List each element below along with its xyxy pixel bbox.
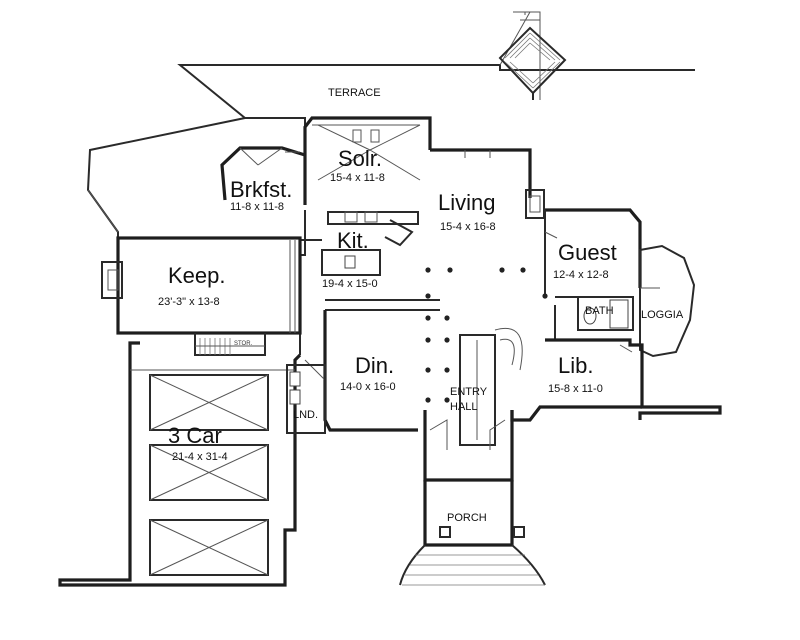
breakfast-size: 11-8 x 11-8 [230, 201, 284, 213]
garage-size: 21-4 x 31-4 [172, 451, 228, 463]
terrace-outline [86, 11, 695, 238]
dining-size: 14-0 x 16-0 [340, 381, 396, 393]
loggia-label: LOGGIA [641, 309, 684, 321]
kitchen-label: Kit. [337, 228, 369, 253]
porch-label: PORCH [447, 512, 487, 524]
guest-size: 12-4 x 12-8 [553, 269, 609, 281]
living-label: Living [438, 190, 495, 215]
kitchen-size: 19-4 x 15-0 [322, 278, 378, 290]
breakfast-label: Brkfst. [230, 177, 292, 202]
house-walls [58, 116, 722, 587]
terrace-label: TERRACE [328, 87, 381, 99]
dining-label: Din. [355, 353, 394, 378]
bath-label: BATH [585, 305, 614, 317]
sunroom-size: 15-4 x 11-8 [330, 172, 385, 184]
laundry-label: LND. [293, 409, 318, 421]
library-label: Lib. [558, 353, 593, 378]
library-size: 15-8 x 11-0 [548, 383, 603, 395]
keeping-size: 23'-3" x 13-8 [158, 296, 220, 308]
entry-label-line1: ENTRY [450, 386, 488, 398]
stair-note: STOR. [234, 341, 253, 347]
garage-label: 3 Car [168, 423, 222, 448]
sunroom-label: Solr. [338, 146, 382, 171]
living-size: 15-4 x 16-8 [440, 221, 496, 233]
entry-label-line2: HALL [450, 401, 478, 413]
columns [425, 267, 548, 403]
labels: TERRACE Solr. 15-4 x 11-8 Brkfst. 11-8 x… [158, 87, 684, 524]
guest-label: Guest [558, 240, 617, 265]
keeping-label: Keep. [168, 263, 226, 288]
terrace-steps [498, 26, 567, 100]
